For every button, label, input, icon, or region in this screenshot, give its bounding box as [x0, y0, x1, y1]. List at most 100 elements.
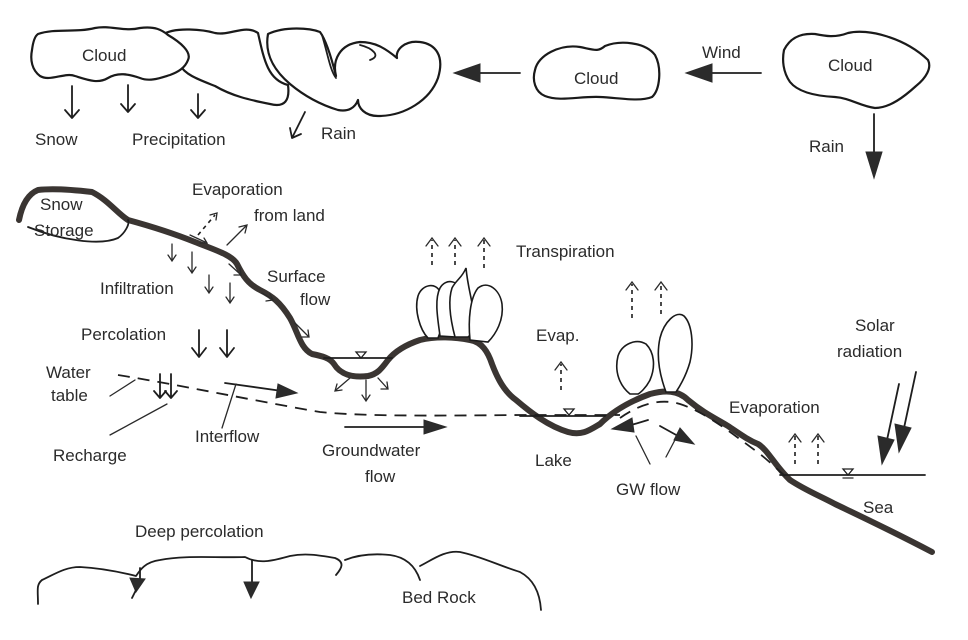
wind-arrow-left	[452, 63, 521, 83]
infiltration-arrow-icon	[167, 243, 177, 263]
transpiration-arrow-icon	[448, 236, 462, 247]
water-table-leader	[109, 379, 136, 397]
interflow-label: Interflow	[195, 427, 260, 446]
gw-flow: GW flow	[610, 417, 696, 499]
trees-hill-1	[415, 267, 504, 343]
trees-hill-2	[615, 313, 693, 395]
snow-storage-label-2: Storage	[34, 221, 94, 240]
percolation-label: Percolation	[81, 325, 166, 344]
tree-icon	[615, 340, 655, 395]
snow-storage-label-1: Snow	[40, 195, 83, 214]
interflow-leader	[221, 383, 237, 429]
bed-rock-label: Bed Rock	[402, 588, 476, 607]
evaporation-from-land-label-1: Evaporation	[192, 180, 283, 199]
snow-storage: Snow Storage	[27, 195, 130, 243]
percolation-arrow-icon	[191, 329, 207, 358]
solar-arrow-head-icon	[877, 435, 895, 466]
transpiration-arrow-icon	[477, 236, 491, 247]
water-level-symbol-icon	[841, 468, 855, 477]
recharge-leader	[109, 403, 168, 436]
rain-label-right: Rain	[809, 137, 844, 156]
evap-sea-arrow-icon	[811, 432, 825, 443]
deep-percolation-arrow-head-icon	[243, 581, 260, 600]
recharge-label: Recharge	[53, 446, 127, 465]
precip-arrow-icon-2	[190, 93, 206, 119]
tree-icon	[657, 313, 693, 393]
bed-rock: Deep percolation Bed Rock	[36, 522, 542, 611]
arrow-head-icon	[865, 151, 883, 180]
water-table-label-1: Water	[46, 363, 91, 382]
seepage-arrow-icon	[361, 379, 371, 403]
snow-arrow-icon	[64, 85, 80, 119]
cloud-shape-rain	[266, 27, 442, 118]
rain-arrow-right: Rain	[809, 113, 883, 180]
infiltration-label: Infiltration	[100, 279, 174, 298]
stream	[323, 351, 393, 403]
infiltration-arrow-icon	[225, 282, 235, 305]
evap-lake-arrow-icon	[554, 360, 568, 371]
water-table-recharge: Water table Recharge	[46, 363, 178, 465]
cloud-label-right: Cloud	[828, 56, 872, 75]
transpiration: Transpiration	[425, 236, 668, 318]
lake: Evap. Lake	[519, 326, 606, 470]
cloud-rain-fold-1	[321, 34, 337, 79]
recharge-arrow-icon	[164, 373, 178, 399]
cloud-label-left: Cloud	[82, 46, 126, 65]
bed-rock-outline	[36, 550, 542, 611]
cloud-shape-right	[782, 30, 931, 110]
gw-flow-leaders	[635, 435, 677, 465]
surface-flow-arrow-icon	[294, 322, 310, 338]
snow-label: Snow	[35, 130, 78, 149]
cloud-right: Cloud	[782, 30, 931, 110]
solar-radiation: Solar radiation	[837, 316, 917, 466]
surface-flow-arrows: Surface flow	[228, 263, 331, 338]
evap-lake-label: Evap.	[536, 326, 579, 345]
sea: Evaporation Sea	[729, 398, 926, 517]
arrow-head-icon	[684, 63, 713, 83]
transpiration-arrow-icon	[654, 280, 668, 291]
lake-label: Lake	[535, 451, 572, 470]
wind-label: Wind	[702, 43, 741, 62]
percolation-arrow-icon	[219, 329, 235, 358]
surface-flow-arrow-icon	[228, 263, 242, 276]
recharge-arrow-icon	[153, 373, 167, 399]
surface-flow-label-2: flow	[300, 290, 331, 309]
infiltration-arrow-icon	[187, 251, 197, 275]
cloud-rain-fold-2	[359, 44, 377, 61]
cloud-middle: Cloud	[532, 41, 661, 101]
solar-radiation-label-2: radiation	[837, 342, 902, 361]
precipitation-arrows	[64, 84, 306, 139]
evaporation-from-land-label-2: from land	[254, 206, 325, 225]
deep-percolation-arrow-head-icon	[129, 577, 146, 594]
cloud-shape-front	[30, 26, 190, 83]
water-table-line	[117, 374, 620, 417]
groundwater-arrow-head-icon	[423, 419, 448, 435]
percolation: Percolation	[81, 325, 235, 358]
precipitation-label: Precipitation	[132, 130, 226, 149]
gw-arrow-right-head-icon	[673, 427, 696, 445]
evap-land-arrow-dotted	[197, 214, 216, 236]
evap-land-arrow-icon	[226, 224, 248, 246]
ground-surface	[16, 186, 935, 555]
surface-flow-label-1: Surface	[267, 267, 326, 286]
transpiration-arrow-icon	[625, 280, 639, 291]
water-level-symbol-icon	[354, 351, 368, 360]
deep-percolation-label: Deep percolation	[135, 522, 264, 541]
solar-arrow-head-icon	[894, 423, 912, 454]
water-table-label-2: table	[51, 386, 88, 405]
cloud-group-left: Cloud Snow Precipitation Rain	[30, 26, 442, 149]
snow-storage-outline	[27, 219, 130, 243]
gw-flow-label: GW flow	[616, 480, 681, 499]
groundwater-flow: Groundwater flow	[322, 419, 448, 486]
interflow: Interflow	[195, 382, 299, 446]
evap-sea-arrow-icon	[788, 432, 802, 443]
precip-arrow-icon-1	[120, 84, 136, 113]
seepage-arrow-icon	[377, 377, 389, 390]
gw-arrow-left-head-icon	[610, 417, 635, 433]
cloud-label-middle: Cloud	[574, 69, 618, 88]
groundwater-flow-label-2: flow	[365, 467, 396, 486]
seepage-arrow-icon	[334, 377, 351, 392]
rain-arrow-icon-left	[289, 111, 306, 139]
groundwater-flow-label-1: Groundwater	[322, 441, 421, 460]
infiltration-arrows: Infiltration	[100, 243, 235, 305]
